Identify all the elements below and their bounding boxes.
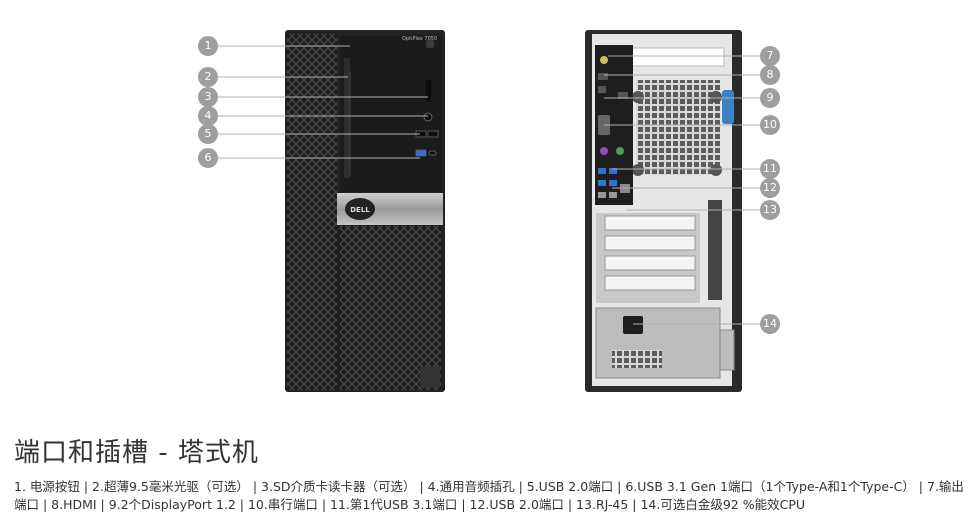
product-figure: OptiPlex 7050 DELL bbox=[198, 30, 780, 392]
power-socket bbox=[623, 316, 643, 334]
callout-11: 11 bbox=[760, 159, 780, 179]
tower-illustration: OptiPlex 7050 DELL bbox=[218, 30, 760, 392]
callout-2: 2 bbox=[198, 67, 218, 87]
line-out-port bbox=[600, 56, 608, 64]
callout-5: 5 bbox=[198, 124, 218, 144]
front-tower bbox=[285, 30, 445, 392]
callout-12: 12 bbox=[760, 178, 780, 198]
leader-lines bbox=[218, 45, 760, 325]
callout-10: 10 bbox=[760, 115, 780, 135]
dell-logo-badge bbox=[345, 198, 375, 220]
callout-1: 1 bbox=[198, 36, 218, 56]
callout-7: 7 bbox=[760, 46, 780, 66]
callout-4: 4 bbox=[198, 106, 218, 126]
rear-tower bbox=[585, 30, 742, 392]
usb-c-port bbox=[428, 150, 437, 156]
callout-3: 3 bbox=[198, 87, 218, 107]
callout-14: 14 bbox=[760, 314, 780, 334]
ports-description: 1. 电源按钮 | 2.超薄9.5毫米光驱（可选） | 3.SD介质卡读卡器（可… bbox=[14, 479, 964, 512]
power-button bbox=[426, 40, 434, 48]
usb3-port bbox=[415, 149, 427, 157]
displayport-port bbox=[598, 86, 606, 93]
callout-8: 8 bbox=[760, 65, 780, 85]
callout-9: 9 bbox=[760, 88, 780, 108]
model-label: OptiPlex 7050 bbox=[402, 36, 437, 42]
callout-13: 13 bbox=[760, 200, 780, 220]
sd-slot bbox=[426, 80, 431, 102]
blue-latch bbox=[722, 90, 734, 124]
audio-jack bbox=[423, 112, 433, 122]
hdmi-port bbox=[598, 73, 608, 80]
dell-logo: DELL bbox=[350, 206, 370, 214]
callout-6: 6 bbox=[198, 148, 218, 168]
section-title: 端口和插槽 - 塔式机 bbox=[14, 438, 259, 468]
